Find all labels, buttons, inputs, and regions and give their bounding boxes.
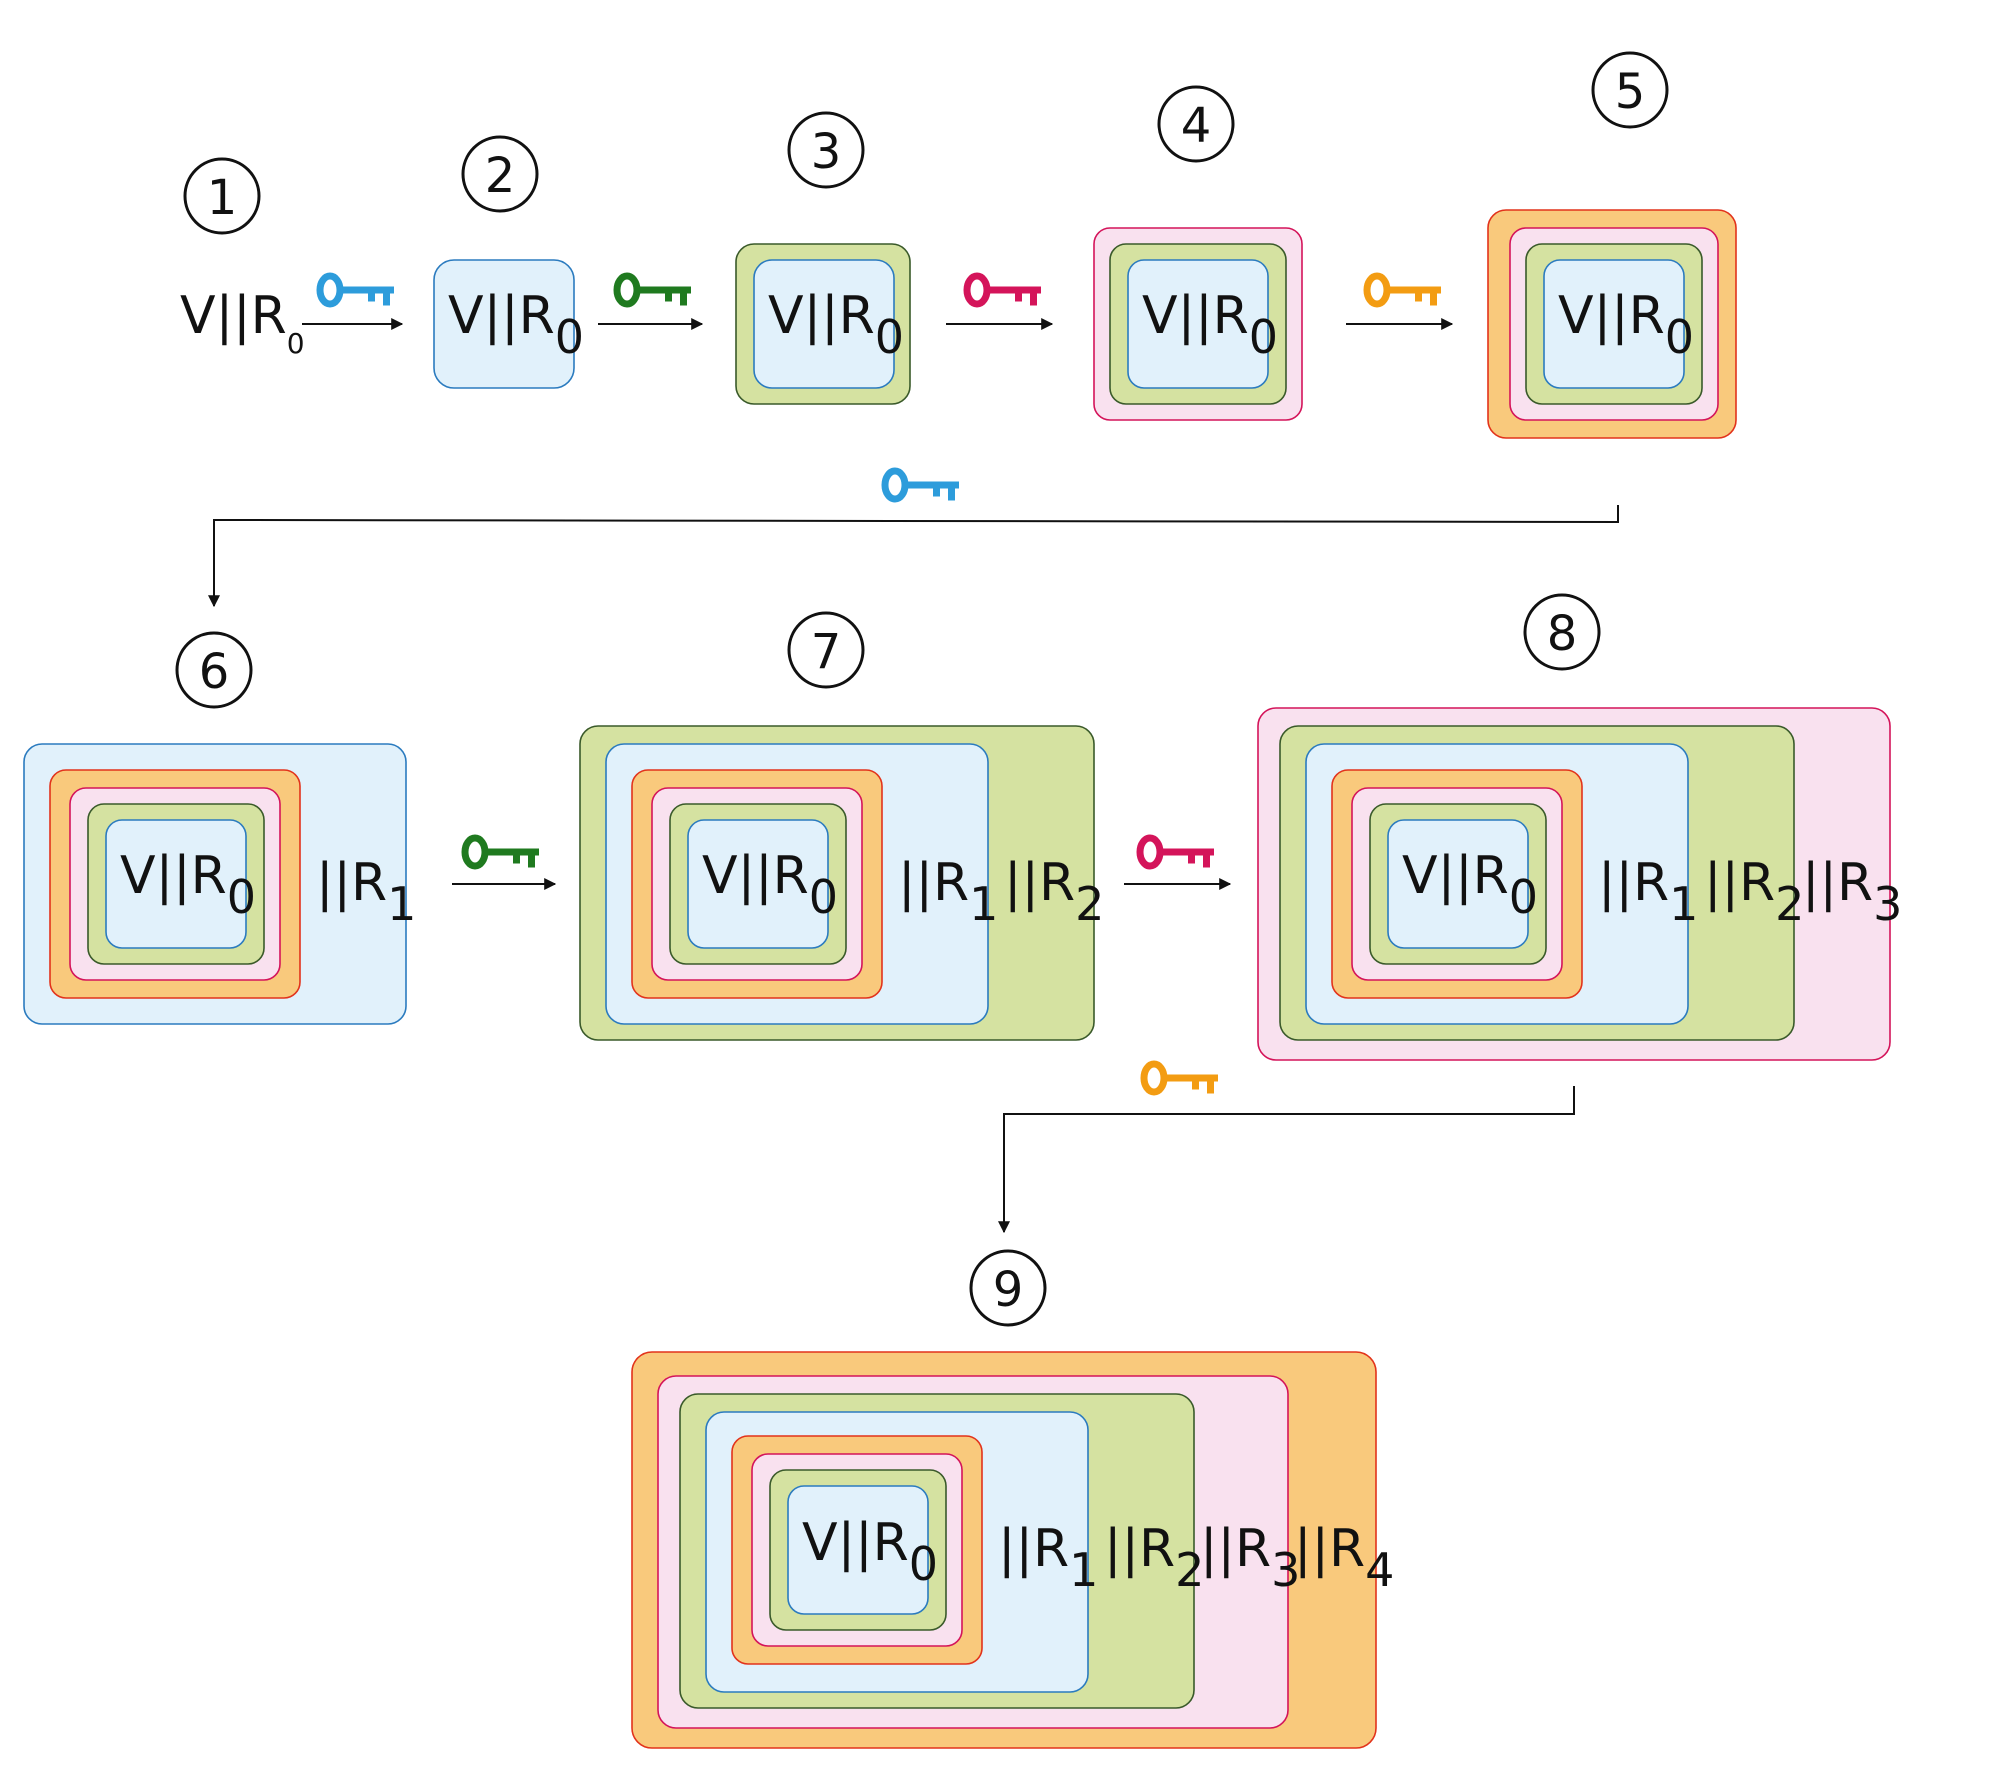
payload-label: V||R0 bbox=[768, 286, 904, 364]
step-circle bbox=[461, 135, 539, 213]
step-marker: 6 bbox=[175, 631, 253, 709]
payload-label: V||R0 bbox=[448, 286, 584, 364]
step-number: 6 bbox=[199, 644, 230, 700]
orange-key-icon bbox=[1363, 272, 1441, 308]
blue-layer bbox=[787, 1485, 929, 1615]
r1-label: ||R1 bbox=[316, 853, 416, 931]
step-marker: 8 bbox=[1523, 593, 1601, 671]
r2-label: ||R2 bbox=[1104, 1519, 1204, 1597]
blue-layer bbox=[1387, 819, 1529, 949]
payload-label: V||R0 bbox=[702, 846, 838, 924]
r1-label: ||R1 bbox=[1598, 853, 1698, 931]
r2-label: ||R2 bbox=[1004, 853, 1104, 931]
r4-label: ||R4 bbox=[1294, 1519, 1394, 1597]
blue-layer bbox=[1127, 259, 1269, 389]
r1-label: ||R1 bbox=[998, 1519, 1098, 1597]
r3-label: ||R3 bbox=[1200, 1519, 1300, 1597]
step-circle bbox=[1157, 85, 1235, 163]
payload-label: V||R0 bbox=[802, 1513, 938, 1591]
connector-8-9 bbox=[998, 1086, 1575, 1234]
step-marker: 9 bbox=[969, 1249, 1047, 1327]
blue-layer bbox=[687, 819, 829, 949]
blue-key-icon bbox=[316, 272, 394, 308]
step-number: 4 bbox=[1181, 98, 1212, 154]
orange-key-icon bbox=[1140, 1060, 1218, 1096]
pink-key-icon bbox=[963, 272, 1041, 308]
payload-label: V||R0 bbox=[1142, 286, 1278, 364]
r2-label: ||R2 bbox=[1704, 853, 1804, 931]
payload-label: V||R0 bbox=[1402, 846, 1538, 924]
step-circle bbox=[969, 1249, 1047, 1327]
step-circle bbox=[183, 157, 261, 235]
step-marker: 3 bbox=[787, 111, 865, 189]
blue-layer bbox=[753, 259, 895, 389]
blue-key-icon bbox=[881, 467, 959, 503]
step-number: 8 bbox=[1547, 606, 1578, 662]
step-marker: 2 bbox=[461, 135, 539, 213]
step-marker: 7 bbox=[787, 611, 865, 689]
green-key-icon bbox=[613, 272, 691, 308]
step-circle bbox=[1591, 51, 1669, 129]
step-circle bbox=[787, 611, 865, 689]
r3-label: ||R3 bbox=[1802, 853, 1902, 931]
r1-label: ||R1 bbox=[898, 853, 998, 931]
blue-layer bbox=[105, 819, 247, 949]
step-number: 3 bbox=[811, 124, 842, 180]
step-marker: 1 bbox=[183, 157, 261, 235]
step-number: 9 bbox=[993, 1262, 1024, 1318]
step-number: 2 bbox=[485, 148, 516, 204]
step-marker: 4 bbox=[1157, 85, 1235, 163]
step-circle bbox=[787, 111, 865, 189]
blue-layer bbox=[433, 259, 575, 389]
step-circle bbox=[1523, 593, 1601, 671]
step-number: 1 bbox=[207, 170, 238, 226]
green-key-icon bbox=[461, 834, 539, 870]
step-number: 7 bbox=[811, 624, 842, 680]
blue-layer bbox=[1543, 259, 1685, 389]
payload-label: V||R0 bbox=[1558, 286, 1694, 364]
payload-label: V||R0 bbox=[120, 846, 256, 924]
step-circle bbox=[175, 631, 253, 709]
payload-label-plain: V||R0 bbox=[180, 286, 305, 360]
connector-5-6 bbox=[208, 505, 1619, 608]
pink-key-icon bbox=[1136, 834, 1214, 870]
step-marker: 5 bbox=[1591, 51, 1669, 129]
step-number: 5 bbox=[1615, 64, 1646, 120]
